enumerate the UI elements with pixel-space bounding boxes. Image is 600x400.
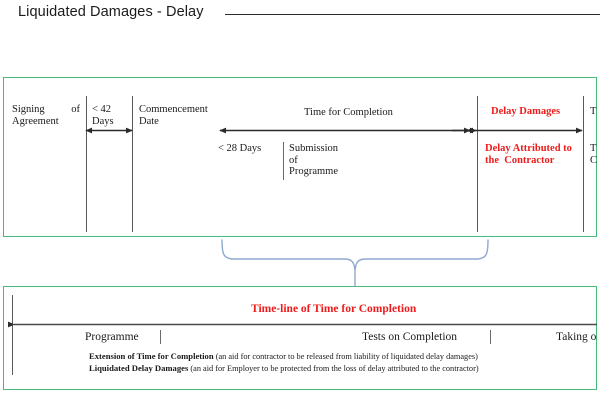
connector-brace [221,239,489,271]
bottom-item-tests-on-completion: Tests on Completion [362,331,458,343]
bottom-item-taking-over: Taking o [556,331,597,343]
note-liquidated-rest: (an aid for Employer to be protected fro… [190,364,479,373]
divider-programme [160,330,161,344]
milestone-line-delay-end [583,96,584,232]
divider-tests [490,330,491,344]
milestone-line-signing [86,96,87,232]
bottom-item-programme: Programme [85,331,139,343]
milestone-line-completion [477,96,478,232]
note-extension-of-time: Extension of Time for Completion (an aid… [89,351,478,362]
label-right-clipped-top: T [590,106,597,117]
note-extension-rest: (an aid for contractor to be released fr… [215,352,478,361]
label-delay-damages: Delay Damages [491,106,561,117]
bottom-start-line [12,295,13,375]
bottom-summary-box [3,286,597,390]
label-time-for-completion: Time for Completion [304,107,393,118]
note-extension-bold: Extension of Time for Completion [89,351,214,361]
timeline-heading: Time-line of Time for Completion [251,303,417,315]
top-timeline-box [3,77,597,237]
label-28-days: < 28 Days [218,143,262,154]
divider-submission [283,142,284,180]
title-rule [225,14,600,15]
page-title: Liquidated Damages - Delay [18,4,204,20]
note-liquidated-bold: Liquidated Delay Damages [89,363,189,373]
note-liquidated-delay-damages: Liquidated Delay Damages (an aid for Emp… [89,363,479,374]
milestone-line-commencement [132,96,133,232]
